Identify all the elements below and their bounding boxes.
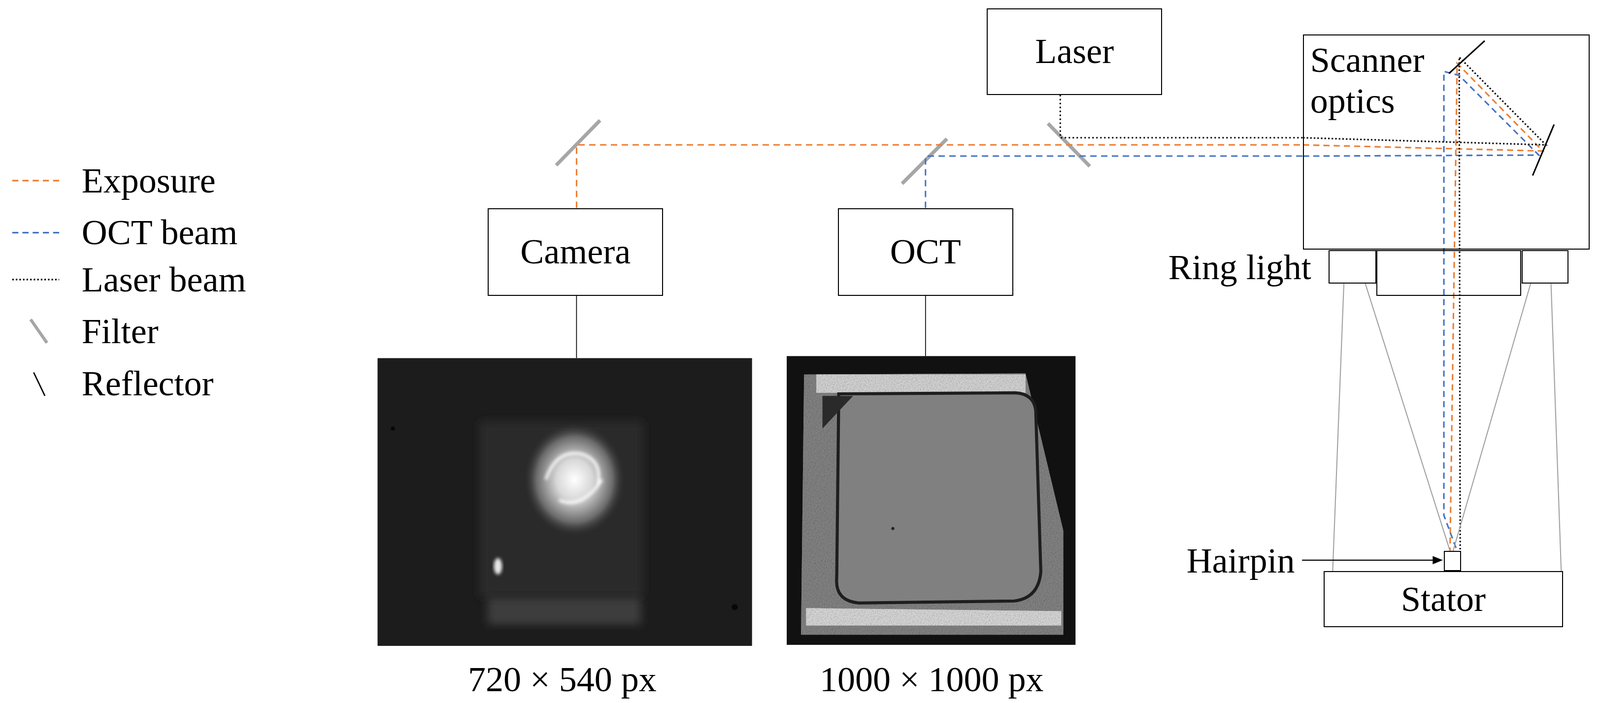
camera-box: Camera <box>487 208 664 297</box>
oct-box: OCT <box>837 208 1014 297</box>
node-label: OCT <box>890 231 962 273</box>
legend-label: Exposure <box>81 163 216 199</box>
node-label: Stator <box>1400 579 1486 621</box>
legend-label: Filter <box>81 313 159 350</box>
size-label: 720 × 540 px <box>467 662 657 698</box>
ring-light-segment <box>1328 250 1377 284</box>
laser-box: Laser <box>986 8 1163 96</box>
node-label: Scanner optics <box>1310 39 1454 122</box>
legend-label: OCT beam <box>81 214 238 251</box>
hairpin-part: Hairpin <box>1443 551 1462 572</box>
legend-label: Reflector <box>81 366 214 402</box>
node-label: Ring light <box>1168 246 1312 288</box>
node-label: Camera <box>520 231 631 273</box>
oct-beam <box>925 156 1303 209</box>
legend-label: Laser beam <box>81 262 247 298</box>
stator-box: Stator <box>1323 571 1564 628</box>
internal-beams <box>1302 57 1546 552</box>
ring-light-segment <box>1521 250 1569 284</box>
ring-light: Ring light <box>1328 250 1569 297</box>
scanner-optics-box: Scanner optics <box>1302 34 1590 250</box>
ring-light-segment <box>1376 250 1522 297</box>
camera-image <box>377 358 752 646</box>
legend-samples <box>12 180 60 397</box>
laser-beam <box>1060 95 1303 138</box>
oct-image <box>786 356 1076 646</box>
hairpin-leader <box>1301 556 1443 566</box>
reflectors <box>1448 40 1554 176</box>
size-label: 1000 × 1000 px <box>819 662 1044 698</box>
ring-light-cones <box>1332 283 1562 572</box>
exposure-beam <box>576 144 1303 208</box>
filters <box>556 120 1090 184</box>
node-label: Laser <box>1034 31 1114 72</box>
node-label: Hairpin <box>1186 540 1296 582</box>
image-links <box>576 296 926 359</box>
